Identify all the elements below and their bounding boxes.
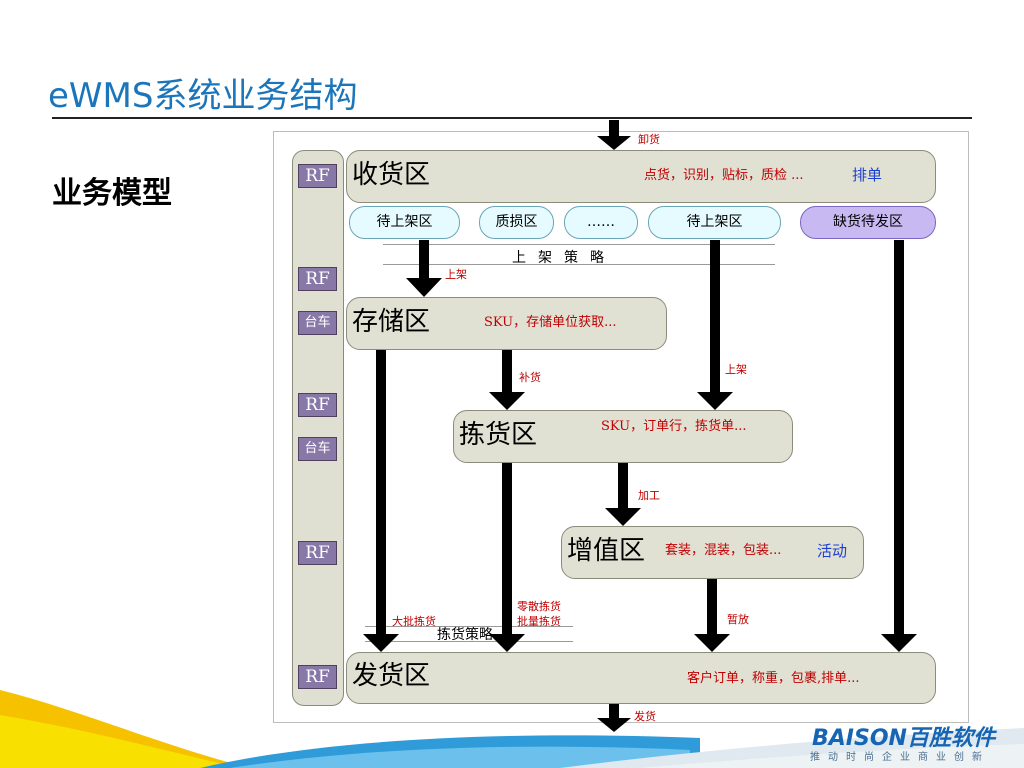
zone-receiving-extra: 排单 — [852, 166, 883, 184]
zone-storage — [346, 297, 667, 350]
page-title: eWMS系统业务结构 — [48, 76, 358, 116]
buffer-shortage: 缺货待发区 — [800, 206, 936, 239]
putaway-policy-rule-bottom — [383, 264, 775, 265]
zone-receiving-desc: 点货，识别，贴标，质检 ... — [644, 168, 804, 183]
buffer-pending-putaway: 待上架区 — [349, 206, 460, 239]
device-tag-rf: RF — [298, 164, 337, 188]
putaway-policy-rule-top — [383, 244, 775, 245]
device-column — [292, 150, 344, 706]
arrow-label-putaway: 上架 — [725, 363, 747, 376]
arrow-label-batch-pick: 批量拣货 — [517, 615, 561, 628]
section-subtitle: 业务模型 — [52, 176, 172, 211]
zone-value-added-name: 增值区 — [567, 536, 646, 566]
device-tag-rf: RF — [298, 393, 337, 417]
zone-picking-desc: SKU，订单行，拣货单... — [601, 419, 747, 434]
zone-receiving-name: 收货区 — [352, 160, 431, 190]
putaway-policy-label: 上架策略 — [512, 250, 616, 266]
buffer-pending-putaway: 待上架区 — [648, 206, 781, 239]
arrow-label-piece-pick: 零散拣货 — [517, 600, 561, 613]
buffer-damaged: 质损区 — [479, 206, 554, 239]
picking-policy-rule-bottom — [365, 641, 573, 642]
device-tag-rf: RF — [298, 541, 337, 565]
device-tag-rf: RF — [298, 267, 337, 291]
company-logo: BAISON百胜软件 — [812, 726, 995, 751]
device-tag-rf: RF — [298, 665, 337, 689]
zone-shipping — [346, 652, 936, 704]
device-tag-cart: 台车 — [298, 311, 337, 335]
zone-shipping-name: 发货区 — [352, 661, 431, 691]
zone-storage-desc: SKU，存储单位获取... — [484, 315, 617, 330]
arrow-label-bulk-pick: 大批拣货 — [392, 615, 436, 628]
arrow-label-ship: 发货 — [634, 710, 656, 723]
zone-value-added — [561, 526, 864, 579]
arrow-label-putaway: 上架 — [445, 268, 467, 281]
arrow-label-hold: 暂放 — [727, 613, 749, 626]
device-tag-cart: 台车 — [298, 437, 337, 461]
arrow-label-process: 加工 — [638, 489, 660, 502]
zone-value-added-extra: 活动 — [817, 542, 848, 560]
arrow-label-replenish: 补货 — [519, 371, 541, 384]
picking-policy-label: 拣货策略 — [437, 627, 493, 643]
zone-picking-name: 拣货区 — [459, 420, 538, 450]
zone-shipping-desc: 客户订单，称重，包裹,排单... — [687, 671, 860, 686]
zone-receiving — [346, 150, 936, 203]
buffer-more: …… — [564, 206, 638, 239]
zone-value-added-desc: 套装，混装，包装... — [665, 543, 782, 558]
title-divider — [52, 117, 972, 119]
arrow-label-unload: 卸货 — [638, 133, 660, 146]
picking-policy-rule-top — [365, 626, 573, 627]
company-slogan: 推动时尚企业商业创新 — [810, 752, 990, 763]
zone-picking — [453, 410, 793, 463]
zone-storage-name: 存储区 — [352, 307, 431, 337]
decorative-wave — [0, 690, 1024, 768]
